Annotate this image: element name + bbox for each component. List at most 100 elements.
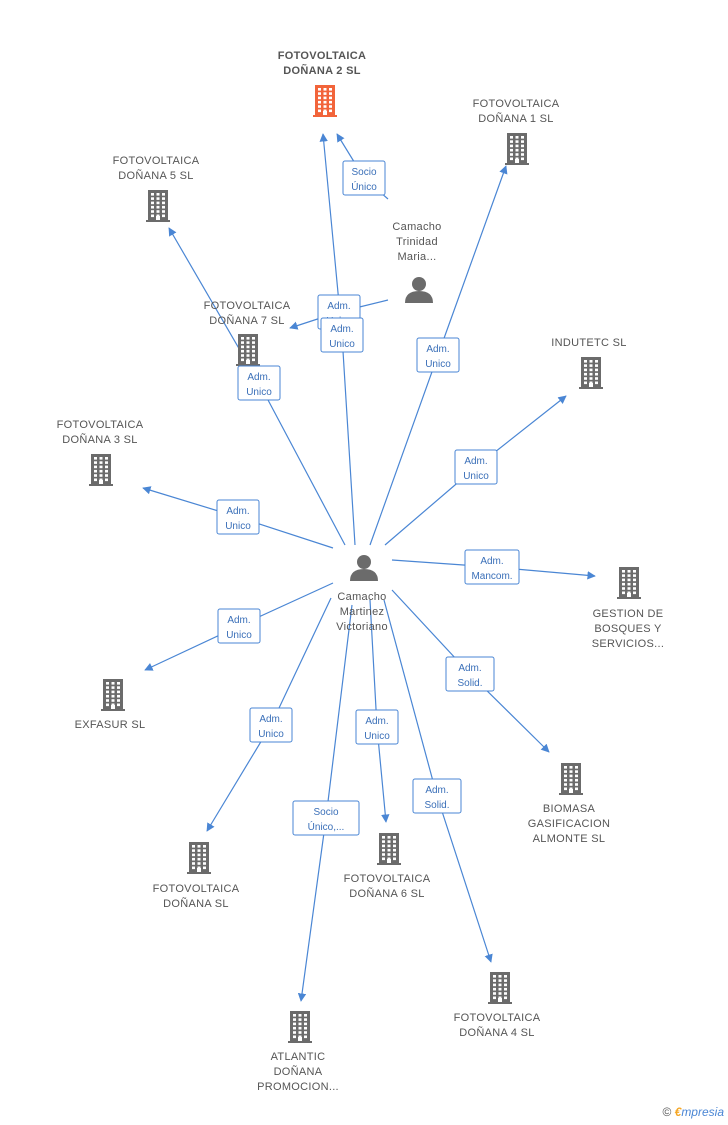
node-label: DOÑANA SL <box>163 897 229 910</box>
edge-label-text: Unico <box>226 630 252 641</box>
node-label: DOÑANA 6 SL <box>349 887 424 900</box>
node-fotovoltaica1[interactable]: FOTOVOLTAICA DOÑANA 1 SL <box>473 98 560 165</box>
edge-label-text: Adm. <box>458 663 481 674</box>
edge-label-box <box>454 449 498 485</box>
node-label: DOÑANA 7 SL <box>209 314 284 327</box>
node-label: Victoriano <box>336 621 388 633</box>
edge-label-box <box>342 160 386 196</box>
node-label: DOÑANA 5 SL <box>118 169 193 182</box>
edge-label-text: Unico <box>463 471 489 482</box>
node-fotovoltaica3[interactable]: FOTOVOLTAICA DOÑANA 3 SL <box>57 419 144 486</box>
node-label: Martinez <box>340 606 385 618</box>
edge-label-text: Único,... <box>308 820 345 833</box>
node-label: FOTOVOLTAICA <box>454 1012 541 1024</box>
edge-label-fotovoltaica6[interactable]: Adm. Unico <box>355 709 399 745</box>
edge-label-text: Unico <box>329 339 355 350</box>
edge-label-box <box>292 800 360 836</box>
node-fotovoltaica4[interactable]: FOTOVOLTAICA DOÑANA 4 SL <box>454 972 541 1039</box>
edge-label-box <box>216 499 260 535</box>
node-label: DOÑANA 3 SL <box>62 433 137 446</box>
copyright-symbol: © <box>662 1105 672 1119</box>
node-fotovoltaica_sl[interactable]: FOTOVOLTAICA DOÑANA SL <box>153 842 240 910</box>
edge-label-fotovoltaica2[interactable]: Adm.Unico <box>320 317 364 353</box>
node-label: DOÑANA <box>274 1065 323 1078</box>
edge-label-text: Adm. <box>365 716 388 727</box>
node-fotovoltaica7[interactable]: FOTOVOLTAICA DOÑANA 7 SL <box>204 300 291 366</box>
node-label: FOTOVOLTAICA <box>278 50 367 62</box>
building-icon <box>288 1011 312 1043</box>
node-label: FOTOVOLTAICA <box>57 419 144 431</box>
edge-label-text: Adm. <box>426 344 449 355</box>
node-label: ALMONTE SL <box>533 833 606 845</box>
node-camacho_trinidad[interactable]: CamachoTrinidadMaria... <box>392 221 441 303</box>
edge-label-text: Unico <box>425 359 451 370</box>
edge-label-box <box>217 608 261 644</box>
node-exfasur[interactable]: EXFASUR SL <box>75 679 146 731</box>
node-label: Camacho <box>337 591 386 603</box>
edge-label-atlantic[interactable]: SocioÚnico,... <box>292 800 360 836</box>
node-indutetc[interactable]: INDUTETC SL <box>551 337 626 389</box>
building-icon <box>559 763 583 795</box>
node-atlantic[interactable]: ATLANTICDOÑANAPROMOCION... <box>257 1011 339 1093</box>
edge-label-fotovoltaica4[interactable]: Adm.Solid. <box>412 778 462 814</box>
building-icon <box>146 190 170 222</box>
node-fotovoltaica2[interactable]: FOTOVOLTAICA DOÑANA 2 SL <box>278 50 367 117</box>
building-icon <box>505 133 529 165</box>
node-label: Trinidad <box>396 236 438 248</box>
node-label: FOTOVOLTAICA <box>153 883 240 895</box>
edge-label-fotovoltaica_sl[interactable]: Adm.Unico <box>249 707 293 743</box>
edge-label-text: Adm. <box>327 301 350 312</box>
edge-label-biomasa[interactable]: Adm. Solid. <box>445 656 495 692</box>
node-label: GASIFICACION <box>528 818 610 830</box>
edge-label-gestion_bosques[interactable]: Adm.Mancom. <box>464 549 520 585</box>
edge-label-fotovoltaica5[interactable]: Adm.Unico <box>237 365 281 401</box>
building-icon <box>579 357 603 389</box>
edge-label-fotovoltaica1[interactable]: Adm. Unico <box>416 337 460 373</box>
edge-label-text: Adm. <box>464 456 487 467</box>
person-icon <box>350 555 378 581</box>
edge-label-text: Socio <box>313 807 338 818</box>
edge-label-text: Adm. <box>226 506 249 517</box>
node-label: DOÑANA 2 SL <box>283 64 360 77</box>
node-label: FOTOVOLTAICA <box>473 98 560 110</box>
edges-layer <box>142 133 596 1002</box>
edge-label-text: Solid. <box>424 800 449 811</box>
empresia-logo: €mpresia <box>674 1105 724 1119</box>
building-icon <box>313 85 337 117</box>
node-label: Camacho <box>392 221 441 233</box>
edge-label-text: Unico <box>364 731 390 742</box>
edge-label-box <box>412 778 462 814</box>
edge-label-box <box>237 365 281 401</box>
edge-label-text: Adm. <box>480 556 503 567</box>
empresia-credit[interactable]: © €mpresia <box>662 1105 724 1119</box>
edge-label-text: Unico <box>225 521 251 532</box>
edge-label-fotovoltaica3[interactable]: Adm. Unico <box>216 499 260 535</box>
node-label: GESTION DE <box>593 608 664 620</box>
node-label: DOÑANA 4 SL <box>459 1026 534 1039</box>
building-icon <box>617 567 641 599</box>
edge-label-box <box>320 317 364 353</box>
edge-label-box <box>355 709 399 745</box>
edge-label-text: Socio <box>351 167 376 178</box>
edge-label-text: Solid. <box>457 678 482 689</box>
edge-label-text: Adm. <box>227 615 250 626</box>
building-icon <box>236 334 260 366</box>
edge-label-indutetc[interactable]: Adm. Unico <box>454 449 498 485</box>
edge-label-text: Adm. <box>259 714 282 725</box>
building-icon <box>89 454 113 486</box>
node-label: BIOMASA <box>543 803 596 815</box>
edge-label-exfasur[interactable]: Adm. Unico <box>217 608 261 644</box>
node-label: FOTOVOLTAICA <box>204 300 291 312</box>
person-icon <box>405 277 433 303</box>
node-label: DOÑANA 1 SL <box>478 112 553 125</box>
edge-label-text: Unico <box>246 387 272 398</box>
building-icon <box>377 833 401 865</box>
node-biomasa[interactable]: BIOMASA GASIFICACION ALMONTE SL <box>528 763 610 845</box>
